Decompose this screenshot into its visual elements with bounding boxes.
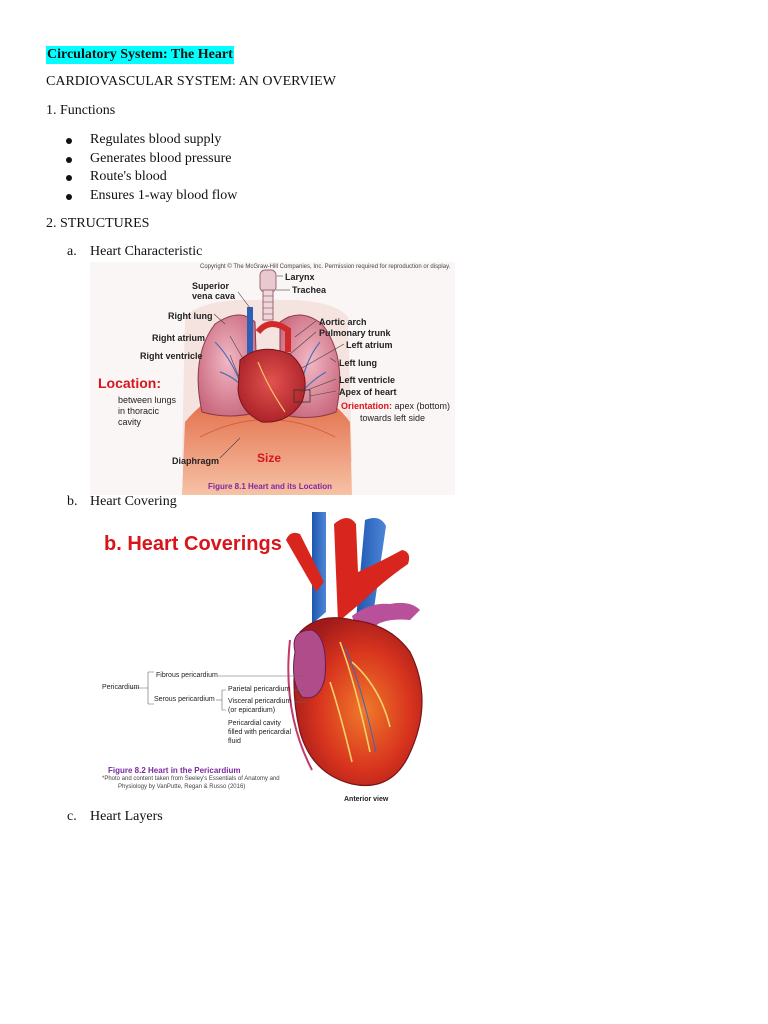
sub-heading-heart-characteristic: Heart Characteristic bbox=[90, 244, 203, 259]
heart-coverings-heading: b. Heart Coverings bbox=[104, 533, 282, 555]
orientation-desc-1: apex (bottom) bbox=[392, 401, 451, 411]
label-left-ventricle: Left ventricle bbox=[339, 375, 396, 385]
label-diaphragm: Diaphragm bbox=[172, 456, 220, 466]
figure2-credit-1: *Photo and content taken from Seeley's E… bbox=[102, 776, 280, 782]
bullet-icon bbox=[66, 157, 72, 163]
label-vena-cava: vena cava bbox=[192, 291, 236, 301]
section-functions-heading: 1. Functions bbox=[46, 103, 116, 118]
list-item: Regulates blood supply bbox=[90, 132, 222, 147]
figure1-caption: Figure 8.1 Heart and its Location bbox=[208, 482, 333, 491]
figure-heart-location: Copyright © The McGraw-Hill Companies, I… bbox=[90, 262, 455, 495]
label-right-atrium: Right atrium bbox=[152, 333, 205, 343]
label-epicardium: (or epicardium) bbox=[228, 707, 276, 714]
copyright-notice: Copyright © The McGraw-Hill Companies, I… bbox=[200, 264, 451, 270]
label-visceral-pericardium: Visceral pericardium bbox=[228, 698, 292, 705]
figure-heart-coverings: b. Heart Coverings Pericardium Fibrous p… bbox=[90, 512, 455, 806]
heart-location-illustration bbox=[182, 269, 352, 495]
label-pericardial-cavity-3: fluid bbox=[228, 738, 241, 745]
list-item: Ensures 1-way blood flow bbox=[90, 188, 238, 203]
list-item: Generates blood pressure bbox=[90, 151, 232, 166]
label-right-lung: Right lung bbox=[168, 311, 213, 321]
heart-pericardium-illustration bbox=[130, 512, 423, 787]
sub-heading-heart-covering: Heart Covering bbox=[90, 494, 177, 509]
label-fibrous-pericardium: Fibrous pericardium bbox=[156, 672, 218, 679]
size-label: Size bbox=[257, 451, 282, 465]
location-title: Location: bbox=[98, 375, 161, 391]
sub-heading-heart-layers: Heart Layers bbox=[90, 809, 163, 824]
label-superior: Superior bbox=[192, 281, 230, 291]
label-pericardium: Pericardium bbox=[102, 684, 140, 691]
location-desc-2: in thoracic bbox=[118, 406, 160, 416]
label-larynx: Larynx bbox=[285, 272, 315, 282]
label-right-ventricle: Right ventricle bbox=[140, 351, 203, 361]
orientation-label: Orientation: bbox=[341, 401, 392, 411]
label-left-atrium: Left atrium bbox=[346, 340, 393, 350]
overview-heading: CARDIOVASCULAR SYSTEM: AN OVERVIEW bbox=[46, 74, 336, 89]
label-parietal-pericardium: Parietal pericardium bbox=[228, 686, 291, 693]
sub-letter-a: a. bbox=[67, 244, 77, 259]
orientation-line: Orientation: apex (bottom) bbox=[341, 401, 450, 411]
label-trachea: Trachea bbox=[292, 285, 327, 295]
location-desc-1: between lungs bbox=[118, 395, 177, 405]
label-pulmonary-trunk: Pulmonary trunk bbox=[319, 328, 391, 338]
location-desc-3: cavity bbox=[118, 417, 142, 427]
label-pericardial-cavity-1: Pericardial cavity bbox=[228, 720, 281, 727]
section-structures-heading: 2. STRUCTURES bbox=[46, 216, 150, 231]
sub-letter-c: c. bbox=[67, 809, 77, 824]
figure2-credit-2: Physiology by VanPutte, Regan & Russo (2… bbox=[118, 784, 246, 790]
document-title: Circulatory System: The Heart bbox=[46, 46, 234, 64]
bullet-icon bbox=[66, 194, 72, 200]
label-left-lung: Left lung bbox=[339, 358, 377, 368]
label-apex-of-heart: Apex of heart bbox=[339, 387, 397, 397]
label-serous-pericardium: Serous pericardium bbox=[154, 696, 215, 703]
bullet-icon bbox=[66, 175, 72, 181]
orientation-desc-2: towards left side bbox=[360, 413, 426, 423]
label-aortic-arch: Aortic arch bbox=[319, 317, 367, 327]
bullet-icon bbox=[66, 138, 72, 144]
label-anterior-view: Anterior view bbox=[344, 796, 389, 803]
sub-letter-b: b. bbox=[67, 494, 78, 509]
label-pericardial-cavity-2: filled with pericardial bbox=[228, 729, 292, 736]
list-item: Route's blood bbox=[90, 169, 167, 184]
figure2-caption: Figure 8.2 Heart in the Pericardium bbox=[108, 766, 241, 775]
